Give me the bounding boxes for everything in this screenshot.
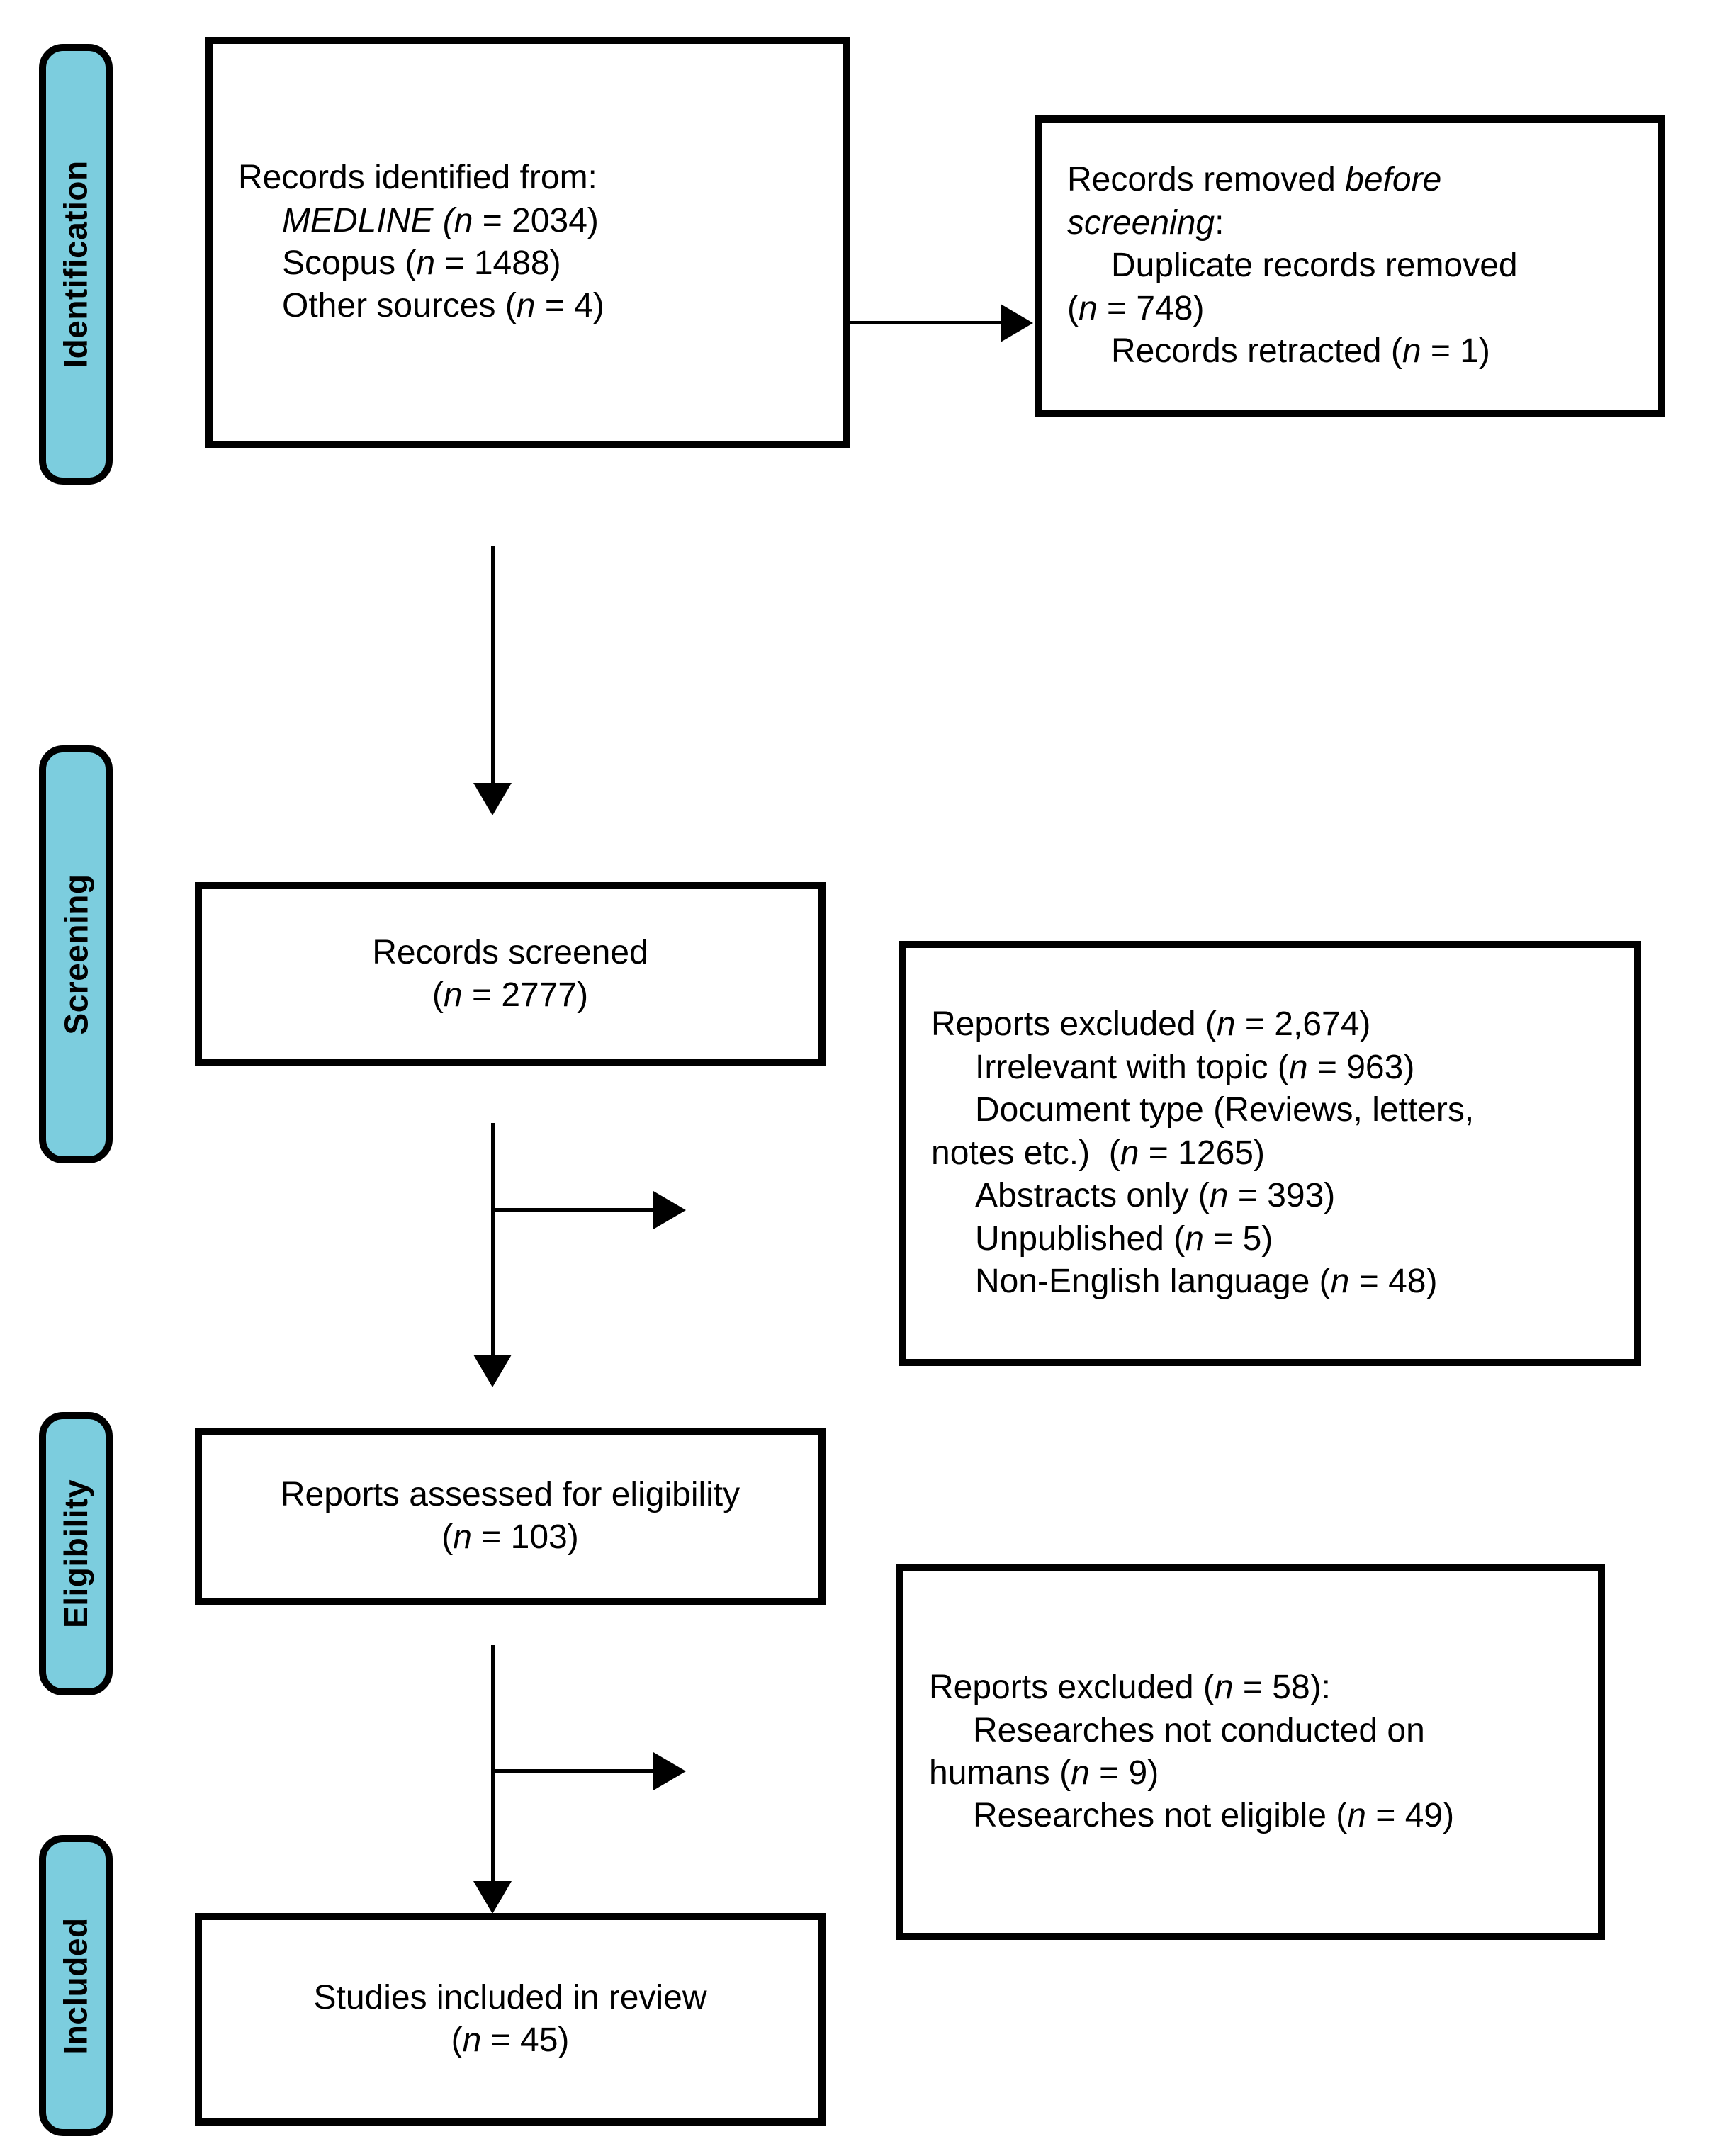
records-removed-line-1: screening:	[1067, 203, 1224, 242]
studies-included-box: Studies included in review (n = 45)	[195, 1913, 826, 2126]
records-removed-body: Records removed before screening: Duplic…	[1042, 159, 1658, 373]
reports-excluded-screening-line-0: Reports excluded (n = 2,674)	[931, 1005, 1371, 1044]
records-screened-body: Records screened (n = 2777)	[202, 932, 818, 1017]
connector-identified-to-removed-arrowhead	[1001, 304, 1033, 342]
records-identified-line-0: Records identified from:	[238, 159, 597, 197]
connector-screened-to-excluded-arrowhead	[653, 1191, 686, 1229]
studies-included-body: Studies included in review (n = 45)	[202, 1977, 818, 2062]
records-screened-box: Records screened (n = 2777)	[195, 882, 826, 1066]
connector-assessed-to-excluded-arrowhead	[653, 1752, 686, 1790]
reports-assessed-line-0: Reports assessed for eligibility	[280, 1475, 740, 1513]
records-identified-line-1: MEDLINE (n = 2034)	[282, 201, 599, 239]
reports-excluded-screening-line-6: Non-English language (n = 48)	[975, 1263, 1438, 1301]
reports-excluded-eligibility-body: Reports excluded (n = 58): Researches no…	[903, 1666, 1598, 1838]
records-identified-body: Records identified from: MEDLINE (n = 20…	[213, 157, 843, 328]
reports-excluded-screening-line-1: Irrelevant with topic (n = 963)	[975, 1048, 1415, 1086]
reports-excluded-screening-box: Reports excluded (n = 2,674) Irrelevant …	[899, 941, 1641, 1366]
reports-assessed-body: Reports assessed for eligibility (n = 10…	[202, 1474, 818, 1559]
connector-assessed-to-excluded-line	[491, 1769, 655, 1773]
reports-excluded-eligibility-line-0: Reports excluded (n = 58):	[929, 1669, 1331, 1707]
stage-label-screening: Screening	[39, 745, 113, 1163]
records-screened-line-0: Records screened	[372, 933, 648, 971]
reports-excluded-eligibility-line-3: Researches not eligible (n = 49)	[973, 1797, 1455, 1835]
stage-label-identification-text: Identification	[57, 160, 95, 368]
stage-label-included-text: Included	[57, 1917, 94, 2055]
records-removed-line-3: (n = 748)	[1067, 289, 1205, 327]
connector-identified-to-screened-arrowhead	[473, 783, 512, 815]
reports-excluded-eligibility-box: Reports excluded (n = 58): Researches no…	[896, 1564, 1605, 1940]
records-removed-box: Records removed before screening: Duplic…	[1035, 115, 1665, 417]
reports-excluded-screening-line-2: Document type (Reviews, letters,	[975, 1091, 1475, 1129]
records-screened-line-1: (n = 2777)	[432, 976, 589, 1014]
connector-identified-to-removed-line	[850, 321, 1003, 324]
reports-excluded-screening-line-3: notes etc.) (n = 1265)	[931, 1134, 1265, 1172]
reports-excluded-screening-body: Reports excluded (n = 2,674) Irrelevant …	[906, 1003, 1634, 1303]
reports-excluded-eligibility-line-2: humans (n = 9)	[929, 1754, 1159, 1792]
stage-label-identification: Identification	[39, 44, 113, 485]
reports-assessed-box: Reports assessed for eligibility (n = 10…	[195, 1428, 826, 1605]
reports-excluded-screening-line-5: Unpublished (n = 5)	[975, 1219, 1273, 1258]
stage-label-screening-text: Screening	[57, 874, 95, 1035]
records-removed-line-4: Records retracted (n = 1)	[1111, 332, 1490, 371]
connector-screened-to-assessed-arrowhead	[473, 1355, 512, 1387]
records-identified-box: Records identified from: MEDLINE (n = 20…	[205, 37, 850, 448]
connector-screened-to-excluded-line	[491, 1208, 655, 1212]
connector-assessed-to-included-arrowhead	[473, 1881, 512, 1914]
connector-screened-to-assessed-line	[491, 1123, 495, 1357]
reports-excluded-eligibility-line-1: Researches not conducted on	[973, 1711, 1425, 1749]
studies-included-line-1: (n = 45)	[451, 2021, 570, 2059]
connector-assessed-to-included-line	[491, 1645, 495, 1886]
reports-excluded-screening-line-4: Abstracts only (n = 393)	[975, 1177, 1336, 1215]
reports-assessed-line-1: (n = 103)	[441, 1518, 579, 1556]
connector-identified-to-screened-line	[491, 546, 495, 786]
studies-included-line-0: Studies included in review	[313, 1978, 707, 2016]
records-removed-line-2: Duplicate records removed	[1111, 247, 1518, 285]
stage-label-included: Included	[39, 1835, 113, 2136]
records-identified-line-3: Other sources (n = 4)	[282, 287, 604, 325]
stage-label-eligibility-text: Eligibility	[57, 1479, 94, 1628]
stage-label-eligibility: Eligibility	[39, 1412, 113, 1695]
records-identified-line-2: Scopus (n = 1488)	[282, 244, 561, 282]
records-removed-line-0: Records removed before	[1067, 161, 1442, 199]
